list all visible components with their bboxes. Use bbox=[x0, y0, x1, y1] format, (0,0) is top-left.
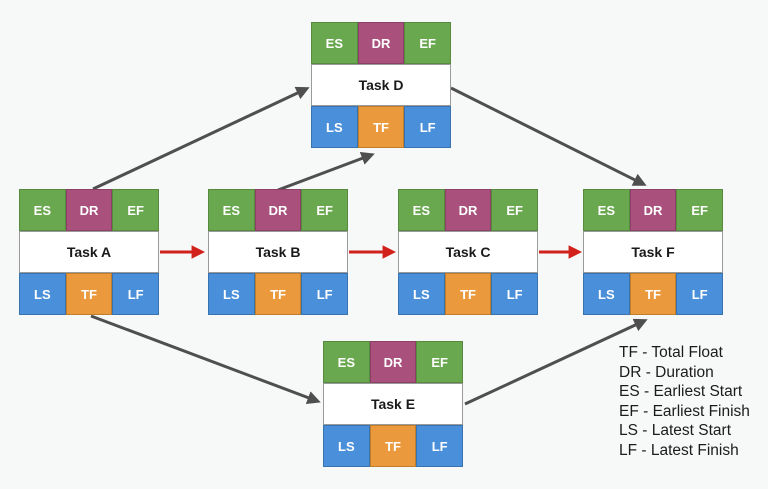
node-title: Task F bbox=[583, 231, 723, 273]
cell-lf: LF bbox=[301, 273, 349, 315]
legend-item-tf: TF - Total Float bbox=[619, 344, 723, 361]
arrow-task-e-to-task-f bbox=[464, 318, 648, 406]
node-task-b: ES DR EF Task B LS TF LF bbox=[208, 189, 349, 315]
cell-lf: LF bbox=[404, 106, 452, 148]
node-task-a: ES DR EF Task A LS TF LF bbox=[19, 189, 160, 315]
cell-ef: EF bbox=[112, 189, 160, 231]
cell-ls: LS bbox=[398, 273, 445, 315]
cell-lf: LF bbox=[491, 273, 539, 315]
late-row: LS TF LF bbox=[311, 106, 452, 148]
node-title: Task E bbox=[323, 383, 463, 425]
cell-ef: EF bbox=[404, 22, 452, 64]
cell-ls: LS bbox=[208, 273, 255, 315]
arrow-task-a-to-task-d bbox=[92, 86, 310, 191]
cell-ls: LS bbox=[311, 106, 358, 148]
late-row: LS TF LF bbox=[583, 273, 724, 315]
cell-ef: EF bbox=[301, 189, 349, 231]
node-task-e: ES DR EF Task E LS TF LF bbox=[323, 341, 464, 467]
legend-item-ef: EF - Earliest Finish bbox=[619, 402, 750, 420]
node-title: Task D bbox=[311, 64, 451, 106]
legend: TF - Total Float DR - Duration ES - Earl… bbox=[619, 343, 750, 460]
cell-tf: TF bbox=[357, 106, 405, 148]
cell-tf: TF bbox=[369, 425, 417, 467]
cell-ef: EF bbox=[416, 341, 464, 383]
legend-item-es: ES - Earliest Start bbox=[619, 383, 743, 400]
cell-dr: DR bbox=[629, 189, 677, 231]
cell-tf: TF bbox=[254, 273, 302, 315]
cell-es: ES bbox=[398, 189, 445, 231]
cell-tf: TF bbox=[629, 273, 677, 315]
legend-item-lf: LF - Latest Finish bbox=[619, 441, 739, 459]
cell-dr: DR bbox=[357, 22, 405, 64]
node-title: Task B bbox=[208, 231, 348, 273]
cell-lf: LF bbox=[112, 273, 160, 315]
cell-tf: TF bbox=[444, 273, 492, 315]
node-title: Task C bbox=[398, 231, 538, 273]
cell-dr: DR bbox=[65, 189, 113, 231]
node-task-c: ES DR EF Task C LS TF LF bbox=[398, 189, 539, 315]
cell-dr: DR bbox=[254, 189, 302, 231]
late-row: LS TF LF bbox=[398, 273, 539, 315]
early-row: ES DR EF bbox=[311, 22, 452, 64]
cell-es: ES bbox=[19, 189, 66, 231]
cell-dr: DR bbox=[444, 189, 492, 231]
legend-item-dr: DR - Duration bbox=[619, 363, 714, 381]
early-row: ES DR EF bbox=[583, 189, 724, 231]
cell-dr: DR bbox=[369, 341, 417, 383]
cell-lf: LF bbox=[676, 273, 724, 315]
cell-ls: LS bbox=[19, 273, 66, 315]
cell-tf: TF bbox=[65, 273, 113, 315]
cell-es: ES bbox=[323, 341, 370, 383]
late-row: LS TF LF bbox=[323, 425, 464, 467]
arrow-task-d-to-task-f bbox=[450, 86, 647, 186]
early-row: ES DR EF bbox=[398, 189, 539, 231]
node-task-f: ES DR EF Task F LS TF LF bbox=[583, 189, 724, 315]
cell-es: ES bbox=[583, 189, 630, 231]
node-task-d: ES DR EF Task D LS TF LF bbox=[311, 22, 452, 148]
early-row: ES DR EF bbox=[208, 189, 349, 231]
cell-es: ES bbox=[208, 189, 255, 231]
cell-lf: LF bbox=[416, 425, 464, 467]
late-row: LS TF LF bbox=[19, 273, 160, 315]
node-title: Task A bbox=[19, 231, 159, 273]
cell-ef: EF bbox=[676, 189, 724, 231]
early-row: ES DR EF bbox=[19, 189, 160, 231]
arrow-task-a-to-task-e bbox=[90, 314, 321, 404]
cell-ls: LS bbox=[583, 273, 630, 315]
cell-ef: EF bbox=[491, 189, 539, 231]
cell-es: ES bbox=[311, 22, 358, 64]
legend-item-ls: LS - Latest Start bbox=[619, 422, 731, 439]
late-row: LS TF LF bbox=[208, 273, 349, 315]
arrow-task-b-to-task-d bbox=[277, 152, 375, 192]
cell-ls: LS bbox=[323, 425, 370, 467]
early-row: ES DR EF bbox=[323, 341, 464, 383]
